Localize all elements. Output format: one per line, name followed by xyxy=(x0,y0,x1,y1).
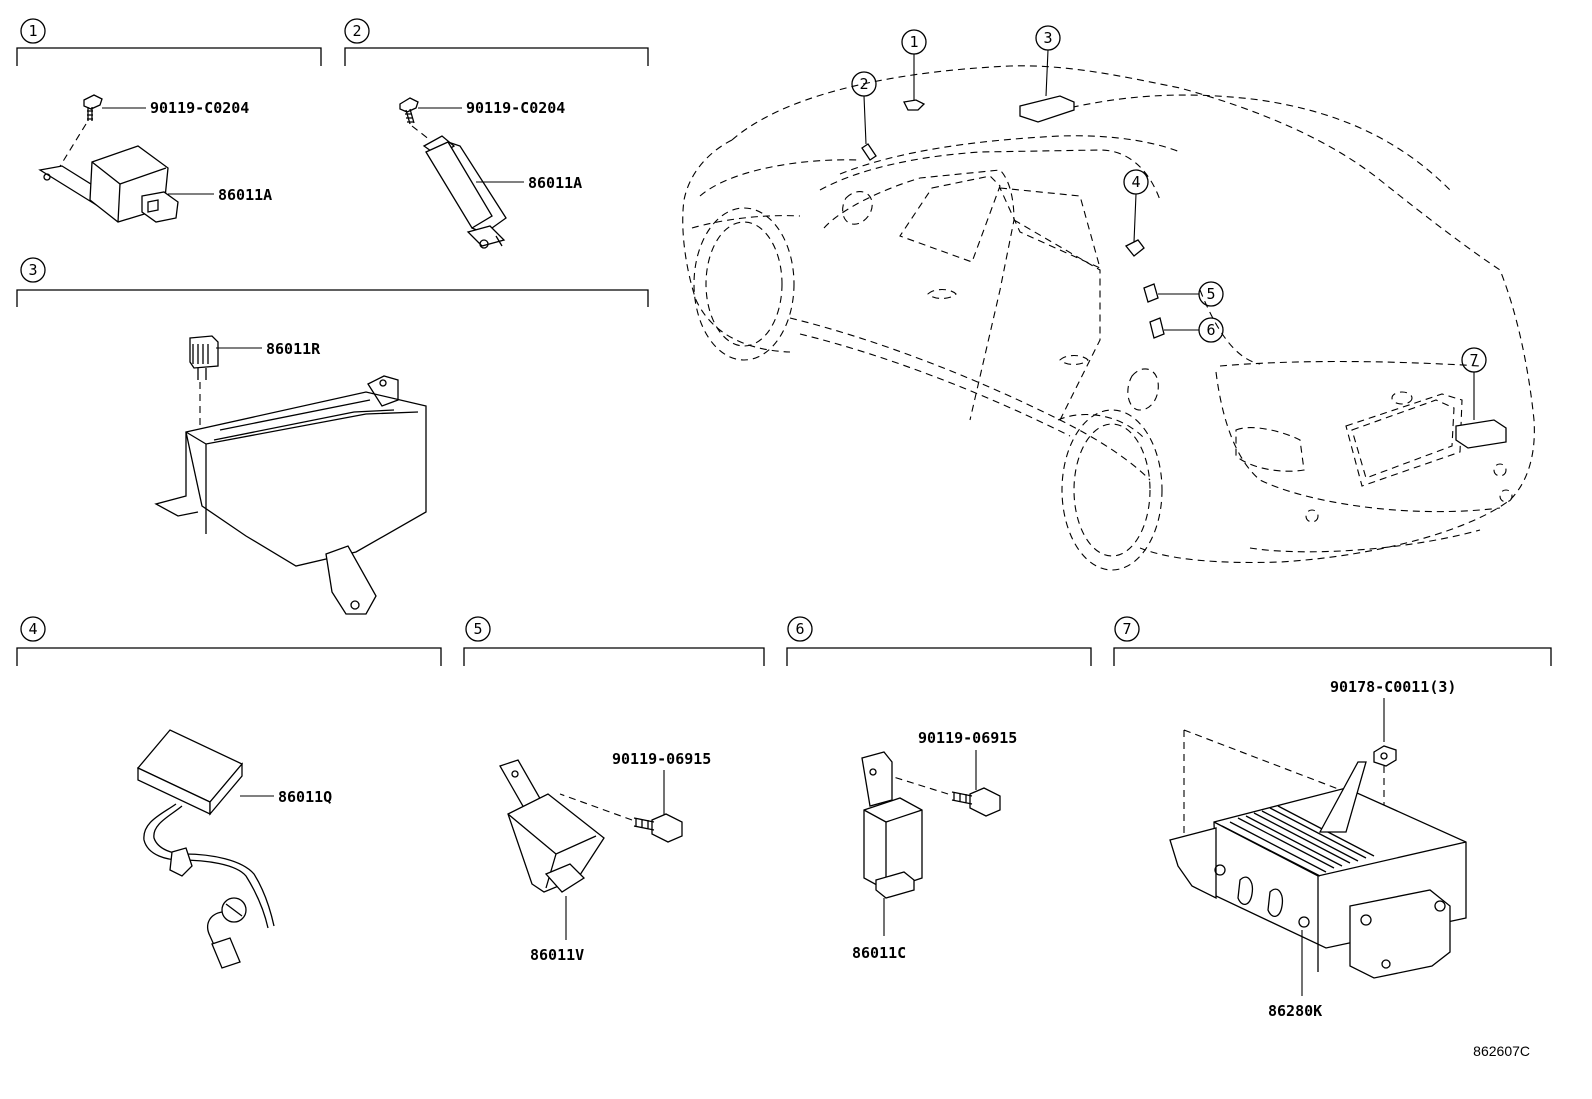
section-1: 1 90119-C0204 86011A xyxy=(16,18,322,223)
section-5-bracket xyxy=(463,647,765,666)
car-callout-5: 5 xyxy=(1206,285,1215,303)
car-callout-6: 6 xyxy=(1206,321,1215,339)
section-2-relay-part-number: 86011A xyxy=(528,174,582,192)
car-callout-2: 2 xyxy=(859,75,868,93)
section-7-amplifier-part-number: 86280K xyxy=(1268,1002,1322,1020)
section-5: 5 90119-06915 86011V xyxy=(463,616,765,964)
section-1-number: 1 xyxy=(28,22,37,40)
section-3: 3 86011R xyxy=(16,257,649,615)
section-4-sensor-part-number: 86011Q xyxy=(278,788,332,806)
section-4: 4 86011Q xyxy=(16,616,442,969)
section-4-bracket xyxy=(16,647,442,666)
section-7: 7 90178-C0011(3) 86280K xyxy=(1113,616,1552,1020)
car-callout-7: 7 xyxy=(1469,351,1478,369)
section-1-relay-part-number: 86011A xyxy=(218,186,272,204)
bolt-icon xyxy=(633,813,683,843)
section-4-number: 4 xyxy=(28,620,37,638)
relay-icon xyxy=(861,751,923,899)
component-marker-4 xyxy=(1124,239,1145,257)
car-callout-1: 1 xyxy=(909,33,918,51)
junction-box-icon xyxy=(154,375,427,615)
bolt-icon xyxy=(399,97,419,125)
section-6-bolt-part-number: 90119-06915 xyxy=(918,729,1017,747)
section-6-bracket xyxy=(786,647,1092,666)
section-7-bracket xyxy=(1113,647,1552,666)
section-2: 2 90119-C0204 86011A xyxy=(344,18,649,249)
component-marker-1 xyxy=(903,99,926,111)
section-3-relay-part-number: 86011R xyxy=(266,340,321,358)
amplifier-icon xyxy=(1169,761,1467,979)
section-7-nut-part-number: 90178-C0011(3) xyxy=(1330,678,1456,696)
section-3-number: 3 xyxy=(28,261,37,279)
section-3-bracket xyxy=(16,289,649,307)
bolt-icon xyxy=(83,94,103,121)
section-6-relay-part-number: 86011C xyxy=(852,944,906,962)
section-1-bracket xyxy=(16,47,322,66)
relay-icon xyxy=(422,135,507,249)
component-marker-3 xyxy=(1019,95,1075,123)
nut-icon xyxy=(1373,745,1397,767)
section-2-bolt-part-number: 90119-C0204 xyxy=(466,99,565,117)
section-5-relay-part-number: 86011V xyxy=(530,946,584,964)
relay-icon xyxy=(189,335,219,380)
section-6: 6 90119-06915 86011C xyxy=(786,616,1092,962)
component-marker-5 xyxy=(1143,283,1159,303)
section-2-bracket xyxy=(344,47,649,66)
car-callout-3: 3 xyxy=(1043,29,1052,47)
component-marker-2 xyxy=(861,143,877,161)
component-marker-6 xyxy=(1149,317,1165,339)
section-5-number: 5 xyxy=(473,620,482,638)
relay-icon xyxy=(499,759,605,893)
component-marker-7 xyxy=(1455,419,1507,449)
vehicle-overview-illustration: 1 2 3 4 5 6 7 xyxy=(682,25,1535,571)
sensor-icon xyxy=(136,729,275,969)
relay-icon xyxy=(38,145,179,223)
car-callout-4: 4 xyxy=(1131,173,1140,191)
diagram-reference-code: 862607C xyxy=(1473,1043,1530,1059)
section-1-bolt-part-number: 90119-C0204 xyxy=(150,99,249,117)
section-7-number: 7 xyxy=(1122,620,1131,638)
bolt-icon xyxy=(951,787,1001,817)
section-6-number: 6 xyxy=(795,620,804,638)
section-2-number: 2 xyxy=(352,22,361,40)
section-5-bolt-part-number: 90119-06915 xyxy=(612,750,711,768)
